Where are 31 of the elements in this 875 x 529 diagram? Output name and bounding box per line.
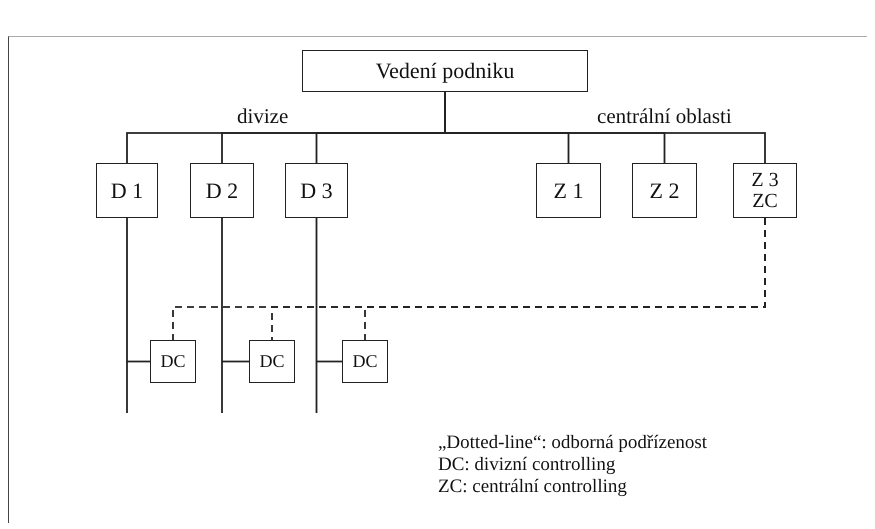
unit-box: [342, 340, 388, 383]
unit-box: [190, 163, 254, 218]
unit-box: [733, 163, 797, 218]
box-label: DC: [160, 352, 186, 371]
box-label: DC: [352, 352, 378, 371]
group-label: divize: [237, 104, 288, 130]
connector: [444, 92, 766, 163]
box-label: D 1: [110, 178, 144, 202]
box-label: D 2: [206, 178, 238, 202]
box-label: Z 3: [751, 170, 779, 190]
unit-box: [285, 163, 348, 218]
org-box: [302, 50, 588, 92]
box-label: Vedení podniku: [376, 59, 514, 83]
group-label: centrální oblasti: [597, 104, 732, 130]
box-label: D 3: [300, 178, 333, 202]
unit-box: [249, 340, 295, 383]
unit-box: [96, 163, 158, 218]
dashed-connector: [364, 218, 766, 340]
legend-note: DC: divizní controlling: [438, 454, 616, 477]
box-label: DC: [259, 352, 284, 371]
box-label: ZC: [752, 190, 778, 212]
connector: [221, 218, 249, 362]
unit-box: [150, 340, 196, 383]
box-label: Z 1: [554, 178, 584, 202]
unit-box: [632, 163, 697, 218]
unit-box: [536, 163, 601, 218]
connector: [126, 218, 150, 362]
connector: [316, 218, 342, 362]
legend-note: ZC: centrální controlling: [438, 476, 627, 499]
box-label: Z 2: [650, 178, 680, 202]
legend-note: „Dotted-line“: odborná podřízenost: [438, 432, 708, 455]
